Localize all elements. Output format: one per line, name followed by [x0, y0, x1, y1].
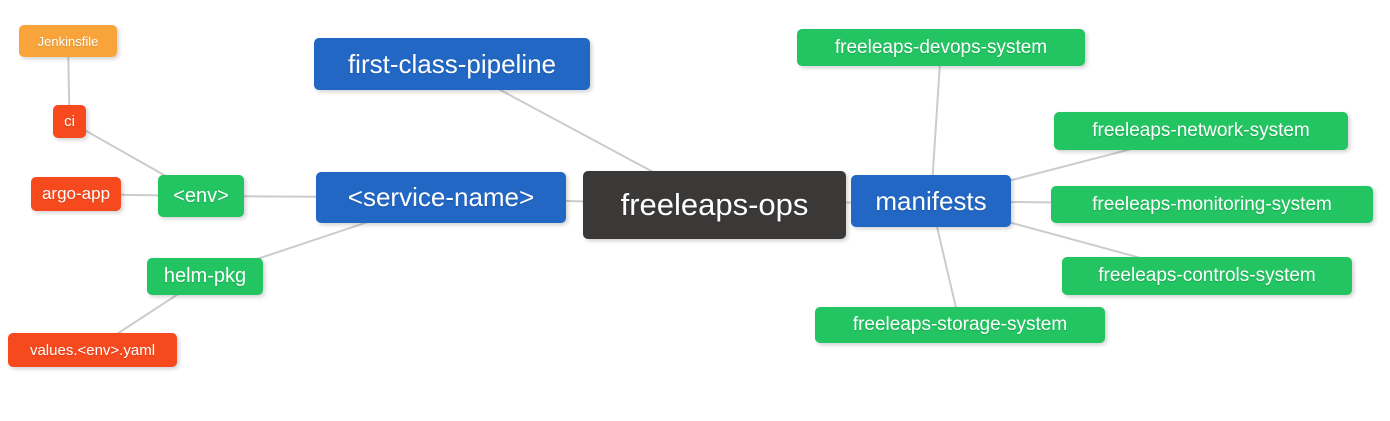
node-label: <env>: [173, 184, 229, 207]
node-label: freeleaps-monitoring-system: [1092, 193, 1332, 215]
node-freeleaps-controls-system[interactable]: freeleaps-controls-system: [1062, 257, 1352, 295]
node-freeleaps-network-system[interactable]: freeleaps-network-system: [1054, 112, 1348, 150]
node-freeleaps-monitoring-system[interactable]: freeleaps-monitoring-system: [1051, 186, 1373, 223]
node-freeleaps-storage-system[interactable]: freeleaps-storage-system: [815, 307, 1105, 343]
node-label: helm-pkg: [163, 265, 247, 287]
node-manifests[interactable]: manifests: [851, 175, 1011, 227]
node-label: argo-app: [41, 184, 111, 203]
node-helm-pkg[interactable]: helm-pkg: [147, 258, 263, 295]
node-label: freeleaps-network-system: [1092, 120, 1310, 141]
node-first-class-pipeline[interactable]: first-class-pipeline: [314, 38, 590, 90]
node-label: <service-name>: [347, 182, 535, 212]
node-label: freeleaps-controls-system: [1098, 265, 1316, 286]
node-service-name[interactable]: <service-name>: [316, 172, 566, 223]
node-label: freeleaps-devops-system: [834, 36, 1048, 58]
node-freeleaps-devops-system[interactable]: freeleaps-devops-system: [797, 29, 1085, 66]
node-label: freeleaps-storage-system: [852, 314, 1068, 335]
node-label: freeleaps-ops: [620, 187, 809, 222]
node-argo-app[interactable]: argo-app: [31, 177, 121, 211]
node-freeleaps-ops[interactable]: freeleaps-ops: [583, 171, 846, 239]
node-env[interactable]: <env>: [158, 175, 244, 217]
node-label: manifests: [875, 185, 987, 216]
node-jenkinsfile[interactable]: Jenkinsfile: [19, 25, 117, 57]
node-label: Jenkinsfile: [37, 33, 99, 49]
node-label: ci: [64, 113, 75, 130]
node-label: first-class-pipeline: [347, 48, 557, 79]
node-label: values.<env>.yaml: [29, 341, 156, 359]
node-ci[interactable]: ci: [53, 105, 86, 138]
node-values-env-yaml[interactable]: values.<env>.yaml: [8, 333, 177, 367]
